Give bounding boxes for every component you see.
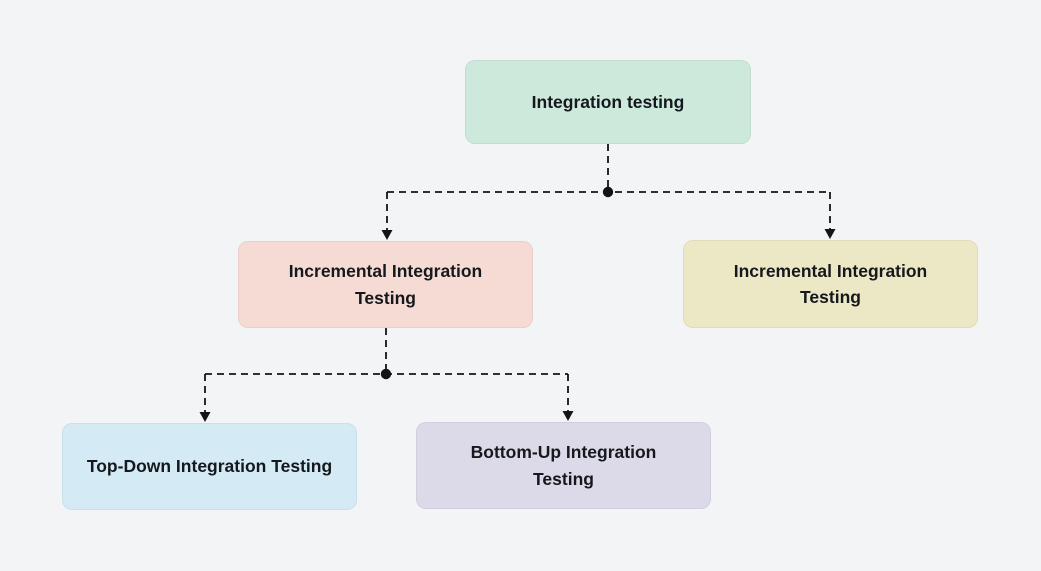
junction-dot [380,368,392,380]
node-label: Incremental Integration Testing [733,260,928,307]
node-incremental-integration-testing-left: Incremental Integration Testing [238,241,533,328]
arrowhead-down-icon [824,229,836,239]
node-label: Incremental Integration Testing [288,261,483,308]
junction-dot [602,186,614,198]
arrowhead-down-icon [381,230,393,240]
arrowhead-down-icon [199,412,211,422]
node-label: Bottom-Up Integration Testing [470,442,657,489]
connector-level1 [381,144,836,240]
node-top-down-integration-testing: Top-Down Integration Testing [62,423,357,510]
arrowhead-down-icon [562,411,574,421]
node-incremental-integration-testing-right: Incremental Integration Testing [683,240,978,328]
node-bottom-up-integration-testing: Bottom-Up Integration Testing [416,422,711,509]
node-label: Integration testing [531,91,685,112]
node-label: Top-Down Integration Testing [86,456,333,477]
connector-level2 [199,328,574,422]
node-integration-testing: Integration testing [465,60,751,144]
